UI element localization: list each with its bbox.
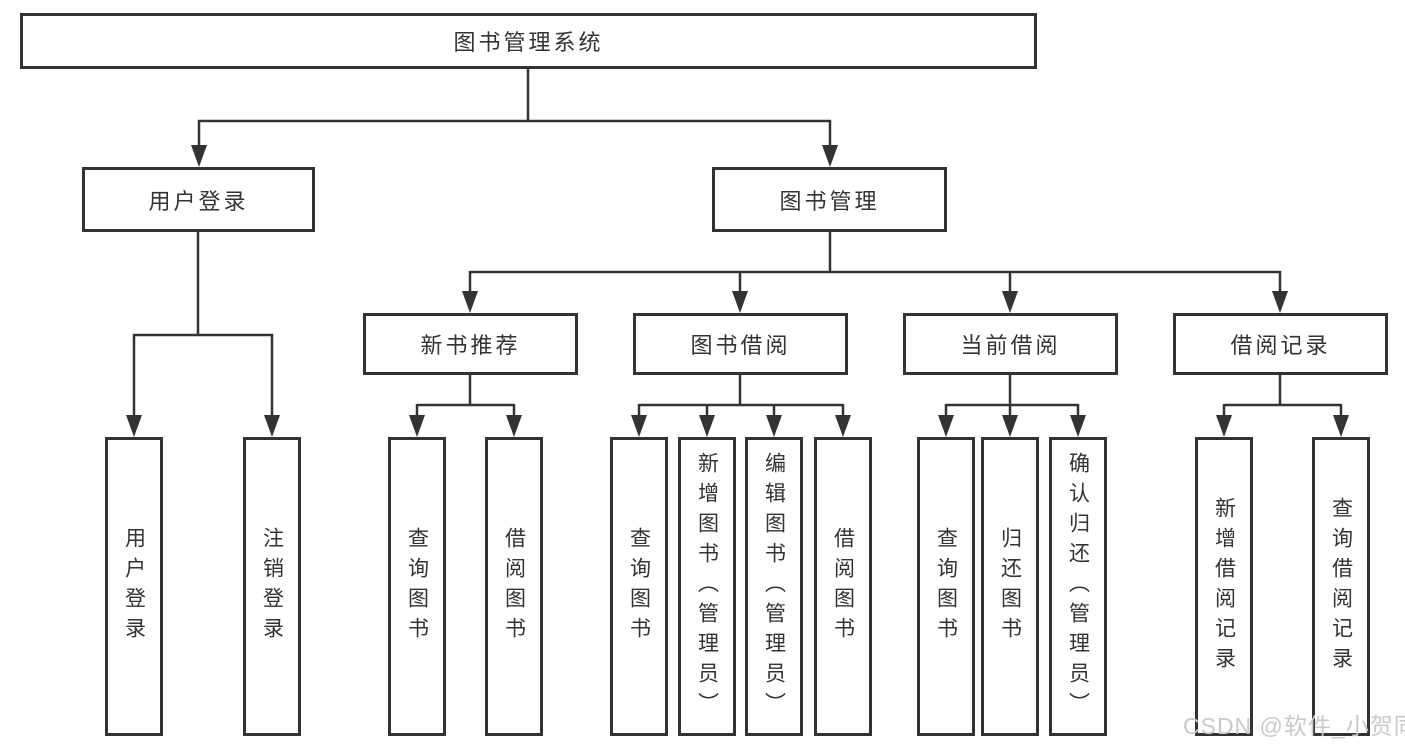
leaf-label: 注销登录: [260, 526, 284, 647]
leaf-current-return-books: 归还图书: [981, 437, 1039, 736]
leaf-logout-login: 注销登录: [243, 437, 301, 736]
node-label: 图书管理: [779, 188, 880, 214]
leaf-borrowing-borrow-books: 借阅图书: [814, 437, 872, 736]
leaf-borrowing-add-books-admin: 新增图书（管理员）: [678, 437, 736, 736]
node-user-login: 用户登录: [82, 167, 315, 232]
leaf-recommend-borrow-books: 借阅图书: [485, 437, 543, 736]
node-label: 图书管理系统: [453, 30, 604, 55]
node-book-management: 图书管理: [712, 167, 947, 232]
leaf-label: 确认归还（管理员）: [1066, 451, 1090, 722]
leaf-label: 查询图书: [934, 526, 958, 647]
leaf-label: 查询图书: [627, 526, 651, 647]
node-label: 用户登录: [148, 188, 249, 214]
node-label: 新书推荐: [420, 333, 521, 358]
leaf-borrowing-query-books: 查询图书: [610, 437, 668, 736]
leaf-label: 借阅图书: [831, 526, 855, 647]
leaf-borrowing-edit-books-admin: 编辑图书（管理员）: [745, 437, 803, 736]
node-label: 借阅记录: [1230, 333, 1331, 358]
node-label: 图书借阅: [690, 333, 791, 358]
leaf-label: 用户登录: [122, 526, 146, 647]
leaf-label: 归还图书: [998, 526, 1022, 647]
node-new-book-recommend: 新书推荐: [363, 313, 578, 375]
node-label: 当前借阅: [960, 333, 1061, 358]
leaf-records-add-record: 新增借阅记录: [1195, 437, 1253, 736]
node-current-borrowing: 当前借阅: [903, 313, 1118, 375]
leaf-label: 借阅图书: [502, 526, 526, 647]
node-library-management-system: 图书管理系统: [20, 13, 1037, 69]
leaf-label: 新增图书（管理员）: [695, 451, 719, 722]
leaf-current-confirm-return-admin: 确认归还（管理员）: [1049, 437, 1107, 736]
connector-segments: [132, 69, 1343, 416]
node-borrowing-records: 借阅记录: [1173, 313, 1388, 375]
leaf-records-query-record: 查询借阅记录: [1312, 437, 1370, 736]
leaf-label: 查询图书: [405, 526, 429, 647]
leaf-current-query-books: 查询图书: [917, 437, 975, 736]
leaf-recommend-query-books: 查询图书: [388, 437, 446, 736]
leaf-label: 编辑图书（管理员）: [762, 451, 786, 722]
leaf-label: 查询借阅记录: [1329, 496, 1353, 677]
leaf-label: 新增借阅记录: [1212, 496, 1236, 677]
leaf-user-login: 用户登录: [105, 437, 163, 736]
arrowheads: [126, 145, 1349, 437]
csdn-watermark: CSDN @软件_小贺同学: [1183, 713, 1405, 739]
node-book-borrowing: 图书借阅: [633, 313, 848, 375]
